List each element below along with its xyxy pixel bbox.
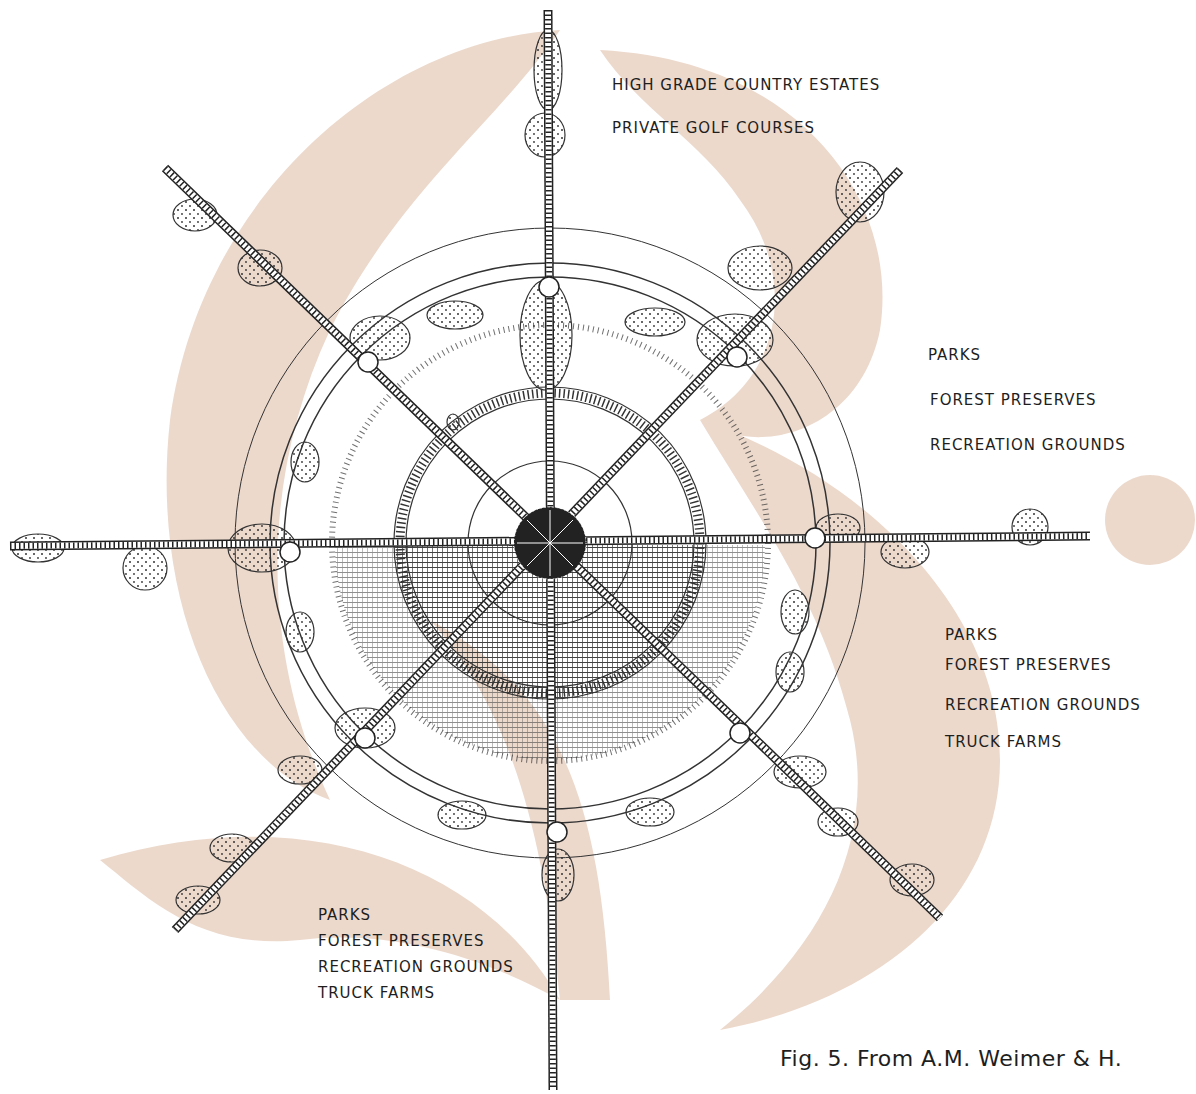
zone-label: PARKS [318,906,371,924]
zone-label: RECREATION GROUNDS [945,696,1141,714]
zone-label: FOREST PRESERVES [930,391,1097,409]
city-core [514,507,586,579]
zone-label: PARKS [945,626,998,644]
stations [280,277,825,842]
zone-label: RECREATION GROUNDS [930,436,1126,454]
zone-label: HIGH GRADE COUNTRY ESTATES [612,76,880,94]
zone-label: FOREST PRESERVES [945,656,1112,674]
zone-label: FOREST PRESERVES [318,932,485,950]
zone-label: TRUCK FARMS [945,733,1062,751]
zone-label: TRUCK FARMS [318,984,435,1002]
zone-label: PRIVATE GOLF COURSES [612,119,815,137]
zone-label: RECREATION GROUNDS [318,958,514,976]
watermark [100,30,1195,1030]
figure-caption: Fig. 5. From A.M. Weimer & H. [780,1046,1122,1072]
railroads [10,10,1090,1090]
zones [12,30,1048,914]
zone-label: PARKS [928,346,981,364]
